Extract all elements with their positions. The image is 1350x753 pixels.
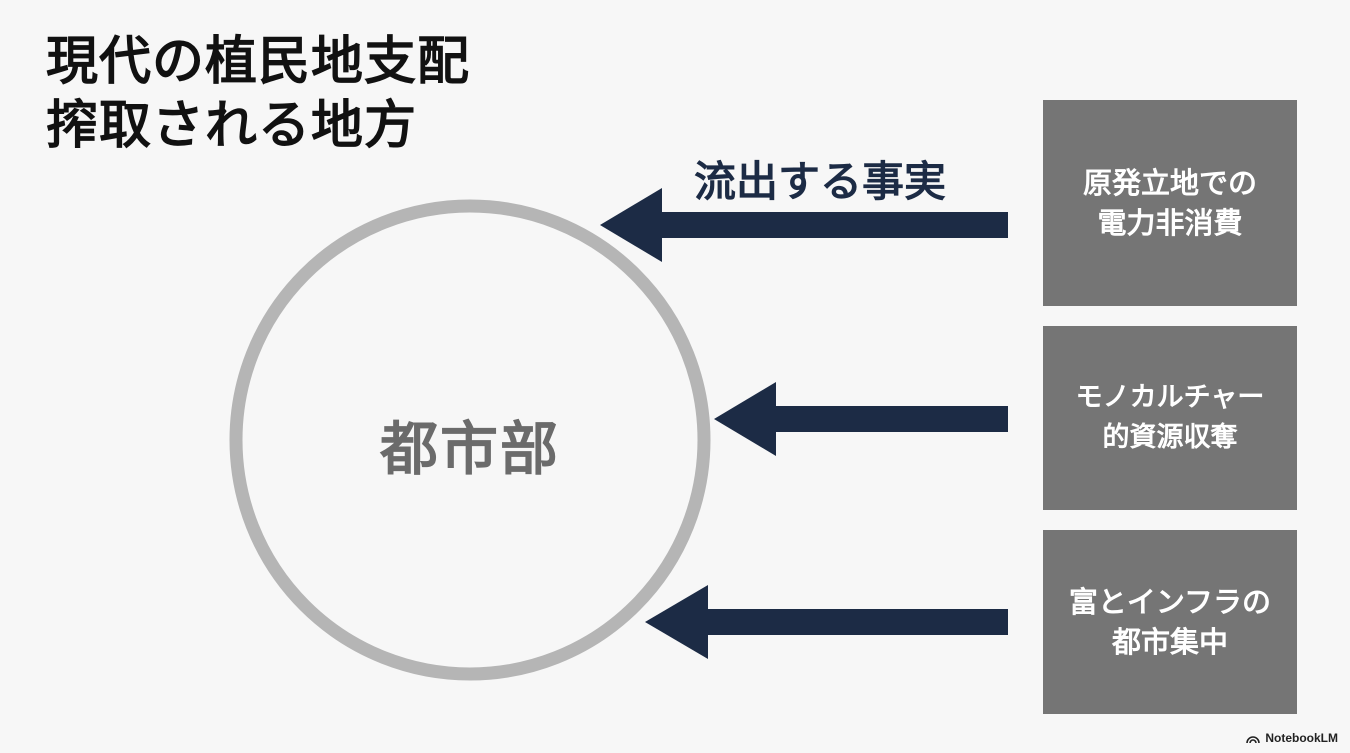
brand-name: NotebookLM bbox=[1265, 731, 1338, 745]
city-label: 都市部 bbox=[379, 415, 560, 483]
title-line-2: 搾取される地方 bbox=[46, 96, 418, 156]
city-circle bbox=[229, 199, 711, 681]
brand-watermark: NotebookLM bbox=[1246, 731, 1338, 745]
source-box-line: 原発立地での bbox=[1082, 166, 1257, 200]
slide-title: 現代の植民地支配 搾取される地方 bbox=[46, 30, 470, 158]
source-box-nuclear-power: 原発立地での 電力非消費 bbox=[1043, 100, 1297, 306]
source-box-line: モノカルチャー bbox=[1075, 382, 1265, 413]
flow-label: 流出する事実 bbox=[694, 157, 947, 206]
source-box-line: 都市集中 bbox=[1111, 625, 1228, 659]
flow-arrow-1 bbox=[600, 188, 1008, 262]
source-box-line: 的資源収奪 bbox=[1102, 422, 1238, 453]
flow-arrow-2 bbox=[714, 382, 1008, 456]
source-box-line: 電力非消費 bbox=[1097, 206, 1243, 240]
title-line-1: 現代の植民地支配 bbox=[46, 32, 471, 92]
source-box-monoculture: モノカルチャー 的資源収奪 bbox=[1043, 326, 1297, 510]
flow-arrow-3 bbox=[645, 585, 1008, 659]
source-box-line: 富とインフラの bbox=[1068, 585, 1272, 619]
source-box-wealth-concentration: 富とインフラの 都市集中 bbox=[1043, 530, 1297, 714]
notebooklm-logo-icon bbox=[1246, 735, 1261, 743]
